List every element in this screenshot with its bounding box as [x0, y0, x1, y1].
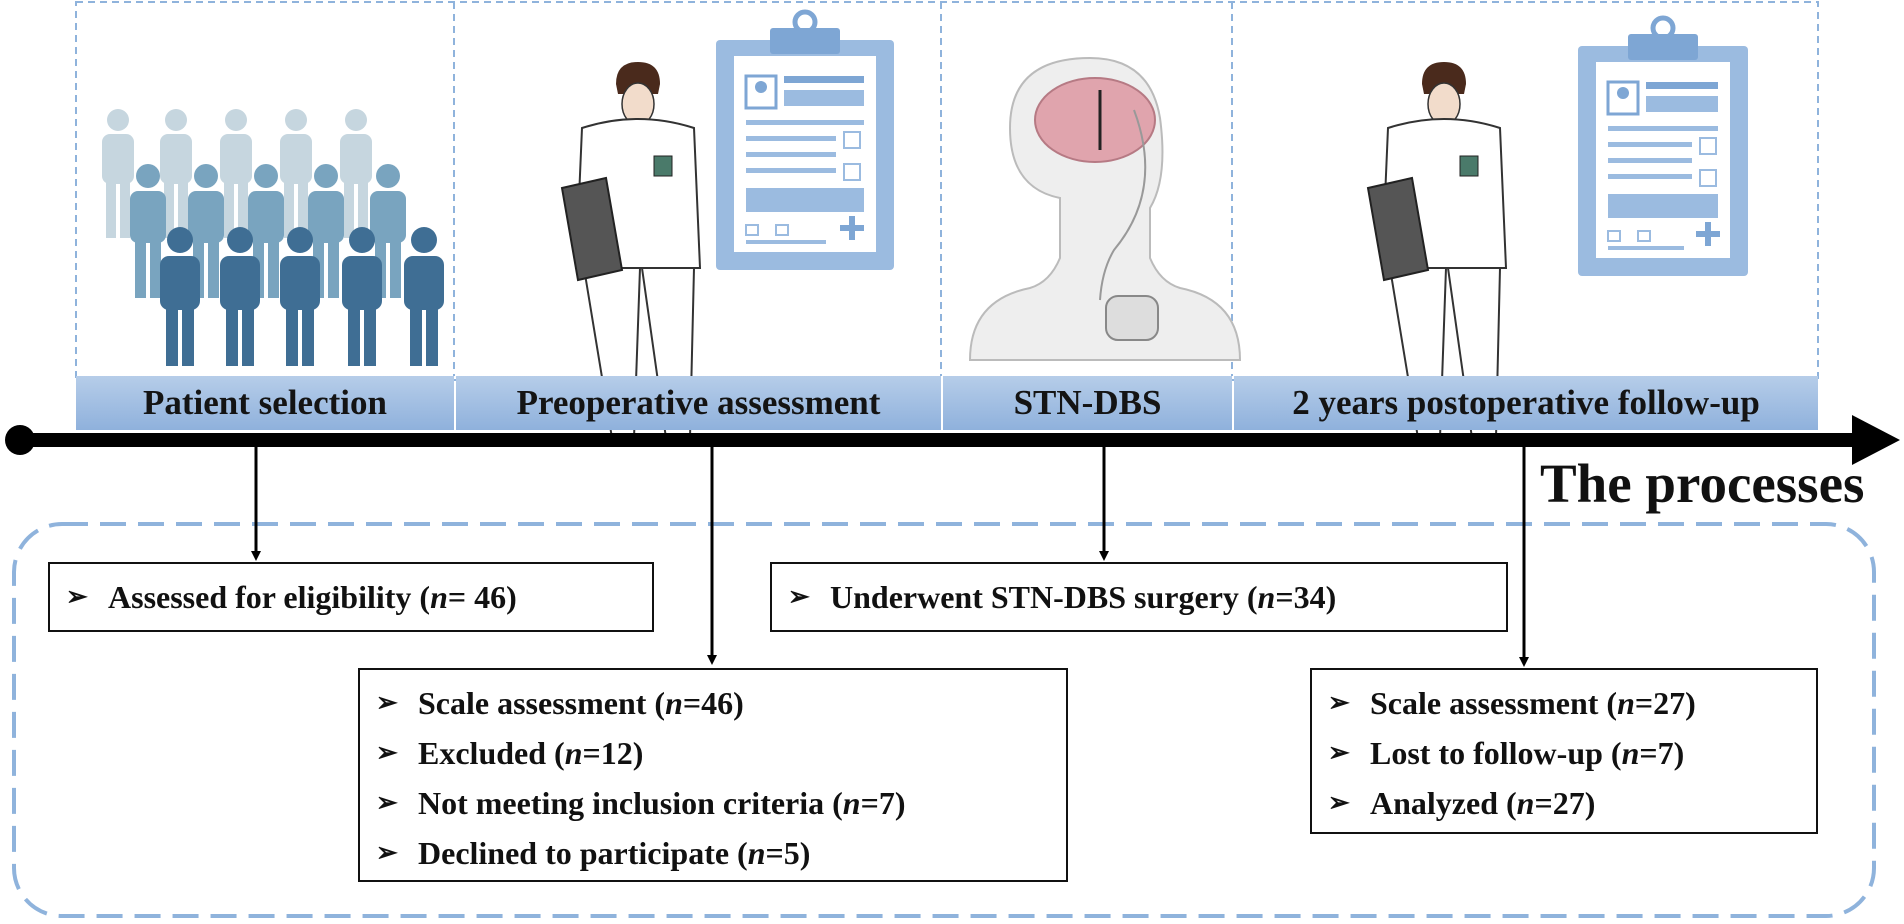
bullet-arrow-icon: ➢ — [1328, 738, 1350, 767]
bullet-arrow-icon: ➢ — [66, 582, 88, 611]
sample-size-value: =27) — [1634, 685, 1696, 721]
sample-size-symbol: n — [747, 835, 766, 871]
followup-box: ➢Scale assessment (n=27)➢Lost to follow-… — [1310, 668, 1818, 834]
sample-size-symbol: n — [564, 735, 583, 771]
preop-box: ➢Scale assessment (n=46)➢Excluded (n=12)… — [358, 668, 1068, 882]
surgery-box: ➢ Underwent STN-DBS surgery (n=34) — [770, 562, 1508, 632]
sample-size-symbol: n — [1257, 579, 1276, 615]
info-line: ➢ Not meeting inclusion criteria (n=7) — [376, 778, 1050, 828]
timeline-title: The processes — [1540, 453, 1865, 514]
info-text: Lost to follow-up ( — [1370, 735, 1622, 771]
bullet-arrow-icon: ➢ — [1328, 688, 1350, 717]
sample-size-value: =12) — [582, 735, 644, 771]
connector-arrows — [251, 447, 1529, 667]
info-line: ➢ Lost to follow-up (n=7) — [1328, 728, 1800, 778]
info-line: ➢ Scale assessment (n=27) — [1328, 678, 1800, 728]
sample-size-symbol: n — [1617, 685, 1635, 721]
info-text: Not meeting inclusion criteria ( — [418, 785, 843, 821]
sample-size-symbol: n — [1621, 735, 1640, 771]
sample-size-symbol: n — [1516, 785, 1535, 821]
info-text: Scale assessment ( — [1370, 685, 1618, 721]
bullet-arrow-icon: ➢ — [376, 788, 398, 817]
sample-size-symbol: n — [430, 579, 448, 615]
bullet-arrow-icon: ➢ — [376, 838, 398, 867]
clipboard-icon — [1578, 15, 1748, 276]
sample-size-value: =7) — [860, 785, 906, 821]
info-text: Declined to participate ( — [418, 835, 748, 871]
timeline — [5, 415, 1900, 465]
clipboard-icon — [716, 9, 894, 270]
info-line: ➢ Underwent STN-DBS surgery (n=34) — [788, 572, 1490, 622]
info-text: Analyzed ( — [1370, 785, 1517, 821]
info-text: Excluded ( — [418, 735, 565, 771]
sample-size-value: = 46) — [447, 579, 517, 615]
info-text: Assessed for eligibility ( — [108, 579, 431, 615]
stage-label-stn-dbs: STN-DBS — [943, 376, 1232, 430]
sample-size-value: =7) — [1639, 735, 1685, 771]
details-container — [12, 522, 1876, 918]
eligibility-box: ➢ Assessed for eligibility (n= 46) — [48, 562, 654, 632]
sample-size-value: =46) — [682, 685, 744, 721]
bullet-arrow-icon: ➢ — [376, 688, 398, 717]
stage-label-follow-up: 2 years postoperative follow-up — [1234, 376, 1818, 430]
info-line: ➢ Excluded (n=12) — [376, 728, 1050, 778]
info-line: ➢ Analyzed (n=27) — [1328, 778, 1800, 828]
bullet-arrow-icon: ➢ — [376, 738, 398, 767]
info-text: Scale assessment ( — [418, 685, 666, 721]
stage-label-preoperative-assessment: Preoperative assessment — [456, 376, 941, 430]
info-line: ➢ Scale assessment (n=46) — [376, 678, 1050, 728]
sample-size-symbol: n — [665, 685, 683, 721]
sample-size-value: =5) — [765, 835, 811, 871]
top-panels — [75, 1, 1819, 381]
stage-label-patient-selection: Patient selection — [76, 376, 454, 430]
bullet-arrow-icon: ➢ — [1328, 788, 1350, 817]
info-line: ➢ Assessed for eligibility (n= 46) — [66, 572, 636, 622]
info-line: ➢ Declined to participate (n=5) — [376, 828, 1050, 878]
info-text: Underwent STN-DBS surgery ( — [830, 579, 1258, 615]
brain-implant-icon — [968, 56, 1242, 361]
sample-size-value: =27) — [1534, 785, 1596, 821]
sample-size-value: =34) — [1275, 579, 1337, 615]
sample-size-symbol: n — [842, 785, 861, 821]
bullet-arrow-icon: ➢ — [788, 582, 810, 611]
crowd-icon — [102, 109, 444, 366]
